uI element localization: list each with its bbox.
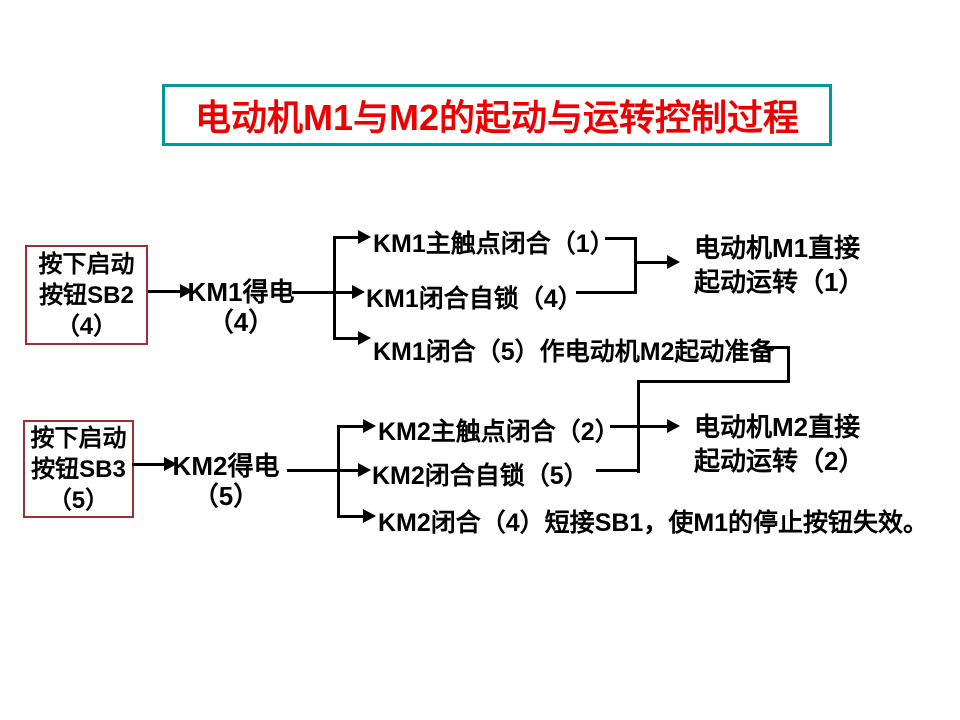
result-m2-line2: 起动运转（2） [694, 446, 865, 476]
connector-line [337, 469, 358, 472]
connector-line [333, 337, 358, 340]
trigger-box-sb2: 按下启动 按钮SB2 （4） [25, 245, 148, 345]
connector-line [337, 515, 363, 518]
connector-line [637, 380, 790, 383]
connector-line [787, 346, 790, 383]
arrow-head [358, 331, 371, 345]
branch-km2-main-contact: KM2主触点闭合（2） [378, 418, 620, 446]
arrow-head [180, 284, 193, 298]
connector-line [634, 261, 667, 264]
result-m1-line1: 电动机M1直接 [694, 233, 861, 263]
arrow-head [667, 255, 680, 269]
connector-line [333, 291, 352, 294]
merge-line-m1 [634, 237, 637, 294]
state-km2: KM2得电 （5） [168, 451, 284, 511]
arrow-head [667, 419, 680, 433]
trigger-box-sb3: 按下启动 按钮SB3 （5） [23, 420, 134, 518]
arrow-head [363, 419, 376, 433]
state-km1: KM1得电 （4） [183, 277, 299, 337]
result-m1: 电动机M1直接 起动运转（1） [694, 231, 864, 299]
arrow-head [363, 509, 376, 523]
arrow-head [358, 230, 371, 244]
branch-km2-self-lock: KM2闭合自锁（5） [372, 462, 589, 490]
trigger-sb3-line2: 按钮SB3 [31, 455, 126, 483]
arrow-head [164, 457, 177, 471]
trigger-sb3-line3: （5） [47, 486, 110, 514]
trigger-sb2-line1: 按下启动 [38, 250, 135, 278]
connector-line [576, 291, 637, 294]
page-title: 电动机M1与M2的起动与运转控制过程 [194, 97, 800, 138]
state-km2-line2: （5） [192, 481, 260, 511]
arrow-line-sb3-to-km2 [132, 463, 164, 466]
branch-km1-self-lock: KM1闭合自锁（4） [366, 285, 583, 313]
trigger-sb2-line2: 按钮SB2 [39, 281, 134, 309]
state-km2-line1: KM2得电 [172, 451, 280, 481]
branch-line-m1 [333, 236, 336, 339]
branch-km2-short-sb1: KM2闭合（4）短接SB1，使M1的停止按钮失效。 [378, 509, 929, 537]
arrow-head [352, 285, 365, 299]
state-km1-line1: KM1得电 [187, 277, 295, 307]
arrow-head [358, 463, 371, 477]
connector-line [610, 425, 667, 428]
connector-line [287, 469, 339, 472]
connector-line [605, 237, 637, 240]
connector-line [292, 291, 335, 294]
state-km1-line2: （4） [207, 307, 275, 337]
connector-line [760, 346, 790, 349]
result-m1-line2: 起动运转（1） [694, 267, 865, 297]
arrow-line-sb2-to-km1 [148, 290, 180, 293]
connector-line [596, 469, 640, 472]
result-m2: 电动机M2直接 起动运转（2） [694, 410, 864, 478]
trigger-sb2-line3: （4） [55, 312, 118, 340]
title-box: 电动机M1与M2的起动与运转控制过程 [162, 84, 832, 146]
connector-line [333, 236, 358, 239]
result-m2-line1: 电动机M2直接 [694, 412, 861, 442]
branch-km1-prepare-m2: KM1闭合（5）作电动机M2起动准备 [373, 338, 775, 366]
connector-line [337, 425, 363, 428]
trigger-sb3-line1: 按下启动 [30, 424, 127, 452]
branch-km1-main-contact: KM1主触点闭合（1） [373, 230, 615, 258]
